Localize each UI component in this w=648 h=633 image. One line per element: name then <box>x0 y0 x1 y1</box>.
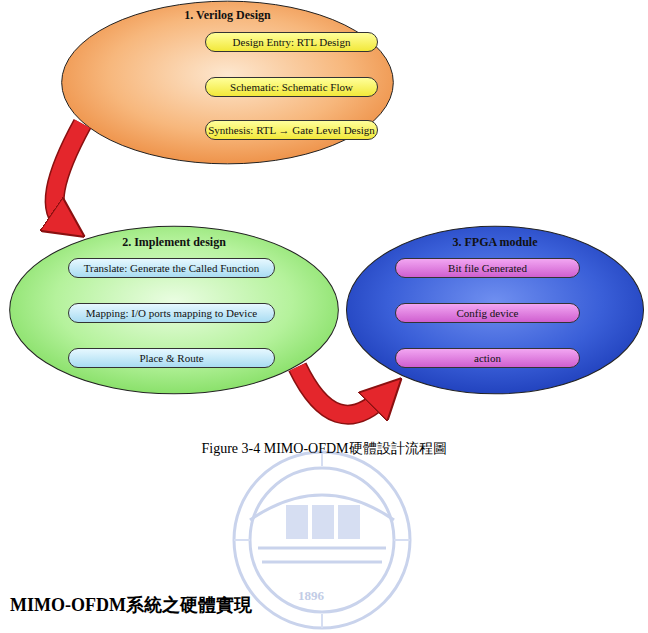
step-text: Bit file Generated <box>448 262 527 274</box>
stage-ellipse: 3. FPGA moduleBit file GeneratedConfig d… <box>345 225 645 395</box>
flow-arrow <box>55 124 83 223</box>
arrow-outline <box>297 367 384 415</box>
stage-title: 2. Implement design <box>8 235 340 250</box>
figure-caption: Figure 3-4 MIMO-OFDM硬體設計流程圖 <box>0 440 648 458</box>
stage-title: 3. FPGA module <box>345 235 645 250</box>
step-text: action <box>474 352 501 364</box>
step-pill: action <box>395 348 580 368</box>
step-text: Design Entry: RTL Design <box>233 36 351 48</box>
step-pill: Config device <box>395 303 580 323</box>
flow-arrow <box>297 367 384 415</box>
stage-ellipse: 1. Verilog DesignDesign Entry: RTL Desig… <box>60 0 395 165</box>
arrow-outline <box>55 124 83 223</box>
step-text: Translate: Generate the Called Function <box>84 262 260 274</box>
step-pill: Translate: Generate the Called Function <box>68 258 275 278</box>
step-text: Schematic: Schematic Flow <box>230 81 353 93</box>
section-heading: MIMO-OFDM系統之硬體實現 <box>10 593 252 617</box>
step-pill: Synthesis: RTL → Gate Level Design <box>205 120 378 140</box>
watermark-year: 1896 <box>298 588 324 604</box>
stage-ellipse: 2. Implement designTranslate: Generate t… <box>8 225 340 395</box>
step-text: Config device <box>456 307 518 319</box>
step-text: Mapping: I/O ports mapping to Device <box>86 307 257 319</box>
step-pill: Place & Route <box>68 348 275 368</box>
step-text: Synthesis: RTL → Gate Level Design <box>208 124 375 136</box>
stage-title: 1. Verilog Design <box>60 8 395 23</box>
step-pill: Bit file Generated <box>395 258 580 278</box>
step-text: Place & Route <box>139 352 203 364</box>
step-pill: Mapping: I/O ports mapping to Device <box>68 303 275 323</box>
step-pill: Schematic: Schematic Flow <box>205 77 378 97</box>
step-pill: Design Entry: RTL Design <box>205 32 378 52</box>
